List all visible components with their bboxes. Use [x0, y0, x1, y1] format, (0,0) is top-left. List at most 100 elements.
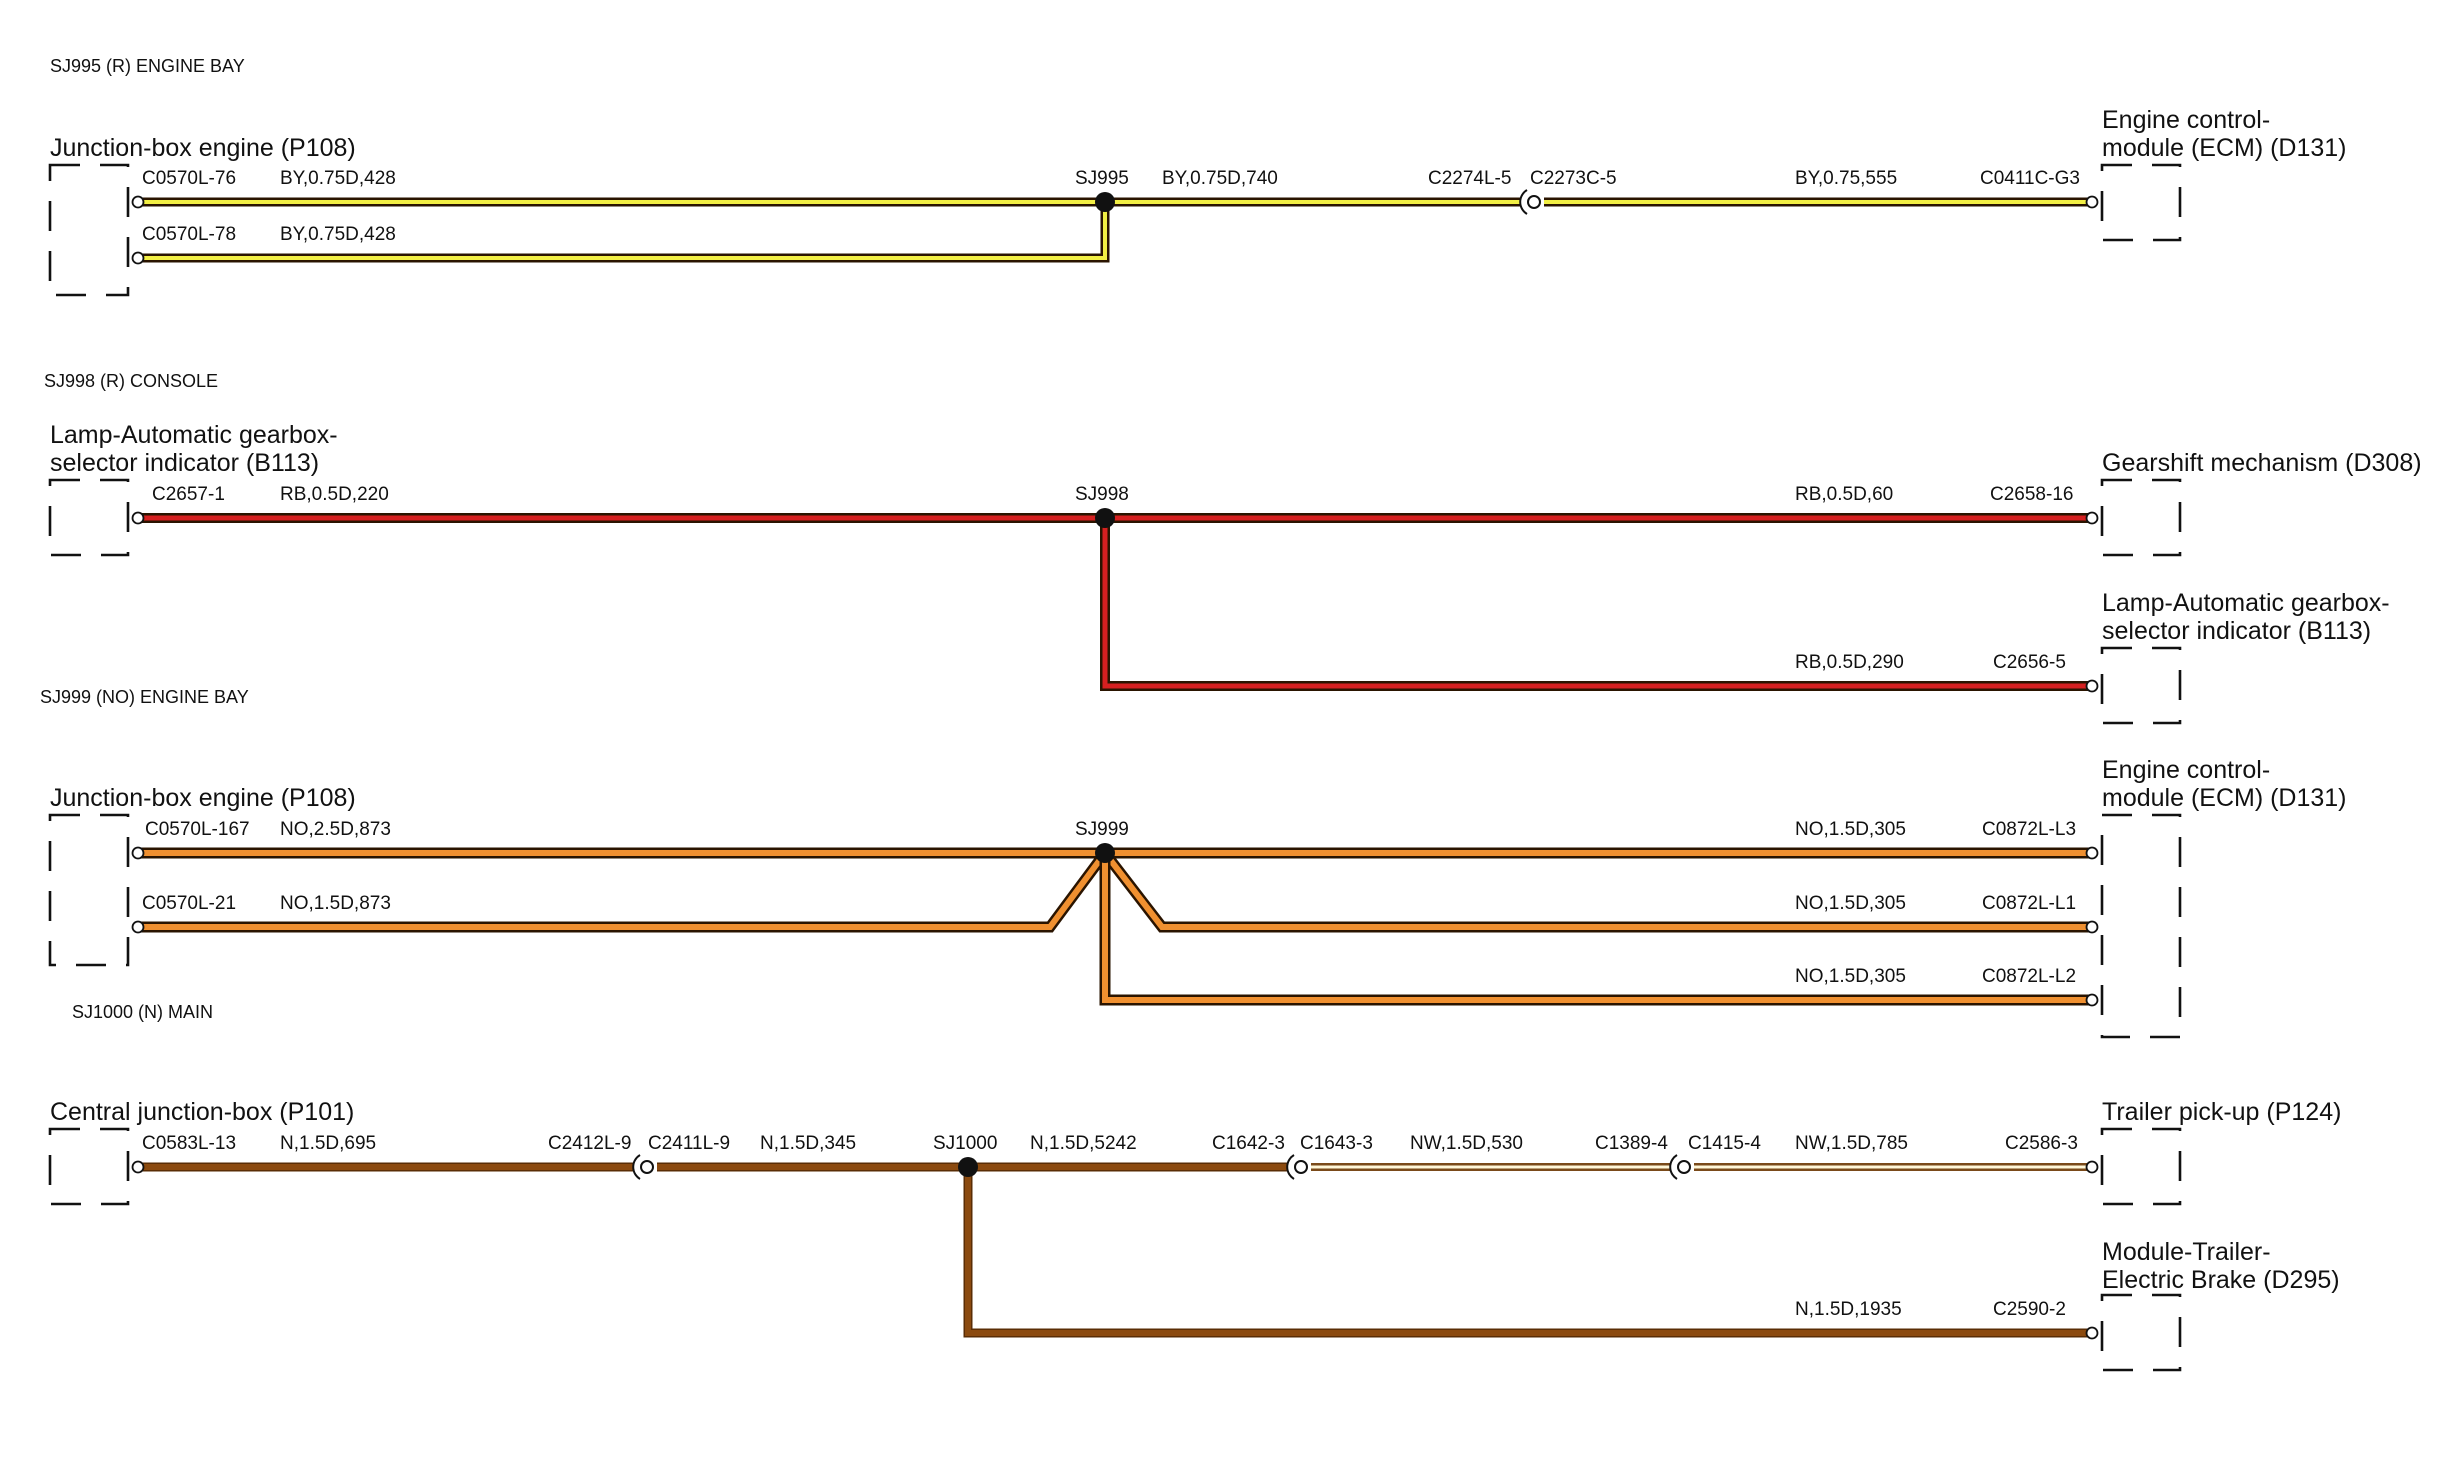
splice-label: SJ998: [1075, 484, 1129, 505]
wire-spec-label: RB,0.5D,220: [280, 484, 389, 505]
component-name: Electric Brake (D295): [2102, 1266, 2340, 1294]
connector-label: C2657-1: [152, 484, 225, 505]
pin-icon: [2085, 846, 2099, 860]
component-name: module (ECM) (D131): [2102, 784, 2347, 812]
inline-connectors: [632, 189, 1691, 1180]
pin-icon: [131, 511, 145, 525]
connector-label: C1389-4: [1595, 1133, 1668, 1154]
inline-connector-icon: [1519, 189, 1541, 215]
connector-label: C0411C-G3: [1980, 168, 2080, 189]
wire-spec-label: NO,1.5D,305: [1795, 966, 1906, 987]
wire-spec-label: RB,0.5D,290: [1795, 652, 1904, 673]
section-title: SJ995 (R) ENGINE BAY: [50, 56, 245, 76]
connector-label: C1643-3: [1300, 1133, 1373, 1154]
wire-spec-label: NO,1.5D,305: [1795, 819, 1906, 840]
wire-spec-label: NW,1.5D,530: [1410, 1133, 1523, 1154]
pin-icon: [2085, 920, 2099, 934]
component-name: Lamp-Automatic gearbox-: [50, 421, 338, 449]
component-box: [2100, 478, 2182, 557]
pin-icon: [131, 251, 145, 265]
wire-spec-label: BY,0.75D,428: [280, 224, 396, 245]
pin-icon: [2085, 195, 2099, 209]
section-title: SJ998 (R) CONSOLE: [44, 371, 218, 391]
splice-dot-sj998: [1095, 508, 1115, 528]
connector-label: C1415-4: [1688, 1133, 1761, 1154]
component-box: [48, 163, 130, 297]
component-name: selector indicator (B113): [2102, 617, 2371, 645]
wire-spec-label: NO,2.5D,873: [280, 819, 391, 840]
wires: [138, 197, 2092, 1338]
component-name: Engine control-: [2102, 756, 2270, 784]
connector-label: C2658-16: [1990, 484, 2073, 505]
wire-spec-label: BY,0.75D,428: [280, 168, 396, 189]
diagram-text: SJ995 (R) ENGINE BAY Junction-box engine…: [40, 56, 2422, 1320]
component-name: module (ECM) (D131): [2102, 134, 2347, 162]
wire-spec-label: NW,1.5D,785: [1795, 1133, 1908, 1154]
connector-label: C0872L-L2: [1982, 966, 2076, 987]
pin-icon: [131, 1160, 145, 1174]
section-title: SJ999 (NO) ENGINE BAY: [40, 687, 249, 707]
connector-label: C0583L-13: [142, 1133, 236, 1154]
connector-label: C2590-2: [1993, 1299, 2066, 1320]
pin-terminals: [131, 195, 2099, 1340]
wire-spec-label: BY,0.75D,740: [1162, 168, 1278, 189]
connector-label: C2411L-9: [648, 1133, 730, 1154]
connector-label: C0872L-L3: [1982, 819, 2076, 840]
splice-points: [958, 192, 1115, 1177]
component-name: Junction-box engine (P108): [50, 134, 356, 162]
wire-spec-label: NO,1.5D,305: [1795, 893, 1906, 914]
component-name: Central junction-box (P101): [50, 1098, 354, 1126]
inline-connector-icon: [632, 1154, 654, 1180]
component-name: Junction-box engine (P108): [50, 784, 356, 812]
splice-label: SJ995: [1075, 168, 1129, 189]
component-box: [2100, 813, 2182, 1039]
component-box: [48, 813, 130, 967]
inline-connector-icon: [1669, 1154, 1691, 1180]
pin-icon: [2085, 1160, 2099, 1174]
wire-spec-label: N,1.5D,345: [760, 1133, 856, 1154]
component-name: Engine control-: [2102, 106, 2270, 134]
splice-label: SJ1000: [933, 1133, 997, 1154]
connector-label: C2274L-5: [1428, 168, 1511, 189]
component-box: [48, 478, 130, 557]
splice-dot-sj999: [1095, 843, 1115, 863]
wire-sj999-left-branch: [138, 849, 1110, 933]
wire-spec-label: N,1.5D,5242: [1030, 1133, 1137, 1154]
wire-sj999-right-branch: [1100, 849, 2092, 933]
wire-spec-label: BY,0.75,555: [1795, 168, 1897, 189]
connector-label: C2273C-5: [1530, 168, 1617, 189]
wire-spec-label: RB,0.5D,60: [1795, 484, 1893, 505]
pin-icon: [131, 846, 145, 860]
wire-sj995-branch: [138, 202, 1110, 263]
connector-label: C0570L-76: [142, 168, 236, 189]
connector-label: C0872L-L1: [1982, 893, 2076, 914]
component-box: [2100, 1293, 2182, 1372]
wire-sj999-down-branch: [1099, 853, 2092, 1006]
connector-label: C2586-3: [2005, 1133, 2078, 1154]
component-box: [2100, 646, 2182, 725]
connector-label: C0570L-78: [142, 224, 236, 245]
connector-label: C2656-5: [1993, 652, 2066, 673]
wire-spec-label: NO,1.5D,873: [280, 893, 391, 914]
splice-dot-sj1000: [958, 1157, 978, 1177]
wire-sj998-branch: [1100, 518, 2092, 691]
component-box: [48, 1127, 130, 1206]
component-name: selector indicator (B113): [50, 449, 319, 477]
splice-dot-sj995: [1095, 192, 1115, 212]
wire-spec-label: N,1.5D,1935: [1795, 1299, 1902, 1320]
component-name: Gearshift mechanism (D308): [2102, 449, 2422, 477]
connector-label: C0570L-21: [142, 893, 236, 914]
pin-icon: [131, 195, 145, 209]
component-name: Trailer pick-up (P124): [2102, 1098, 2341, 1126]
section-title: SJ1000 (N) MAIN: [72, 1002, 213, 1022]
wire-sj1000-branch: [963, 1167, 2092, 1338]
component-name: Lamp-Automatic gearbox-: [2102, 589, 2390, 617]
component-name: Module-Trailer-: [2102, 1238, 2271, 1266]
inline-connector-icon: [1286, 1154, 1308, 1180]
pin-icon: [2085, 511, 2099, 525]
component-box: [2100, 163, 2182, 242]
component-box: [2100, 1127, 2182, 1206]
pin-icon: [131, 920, 145, 934]
